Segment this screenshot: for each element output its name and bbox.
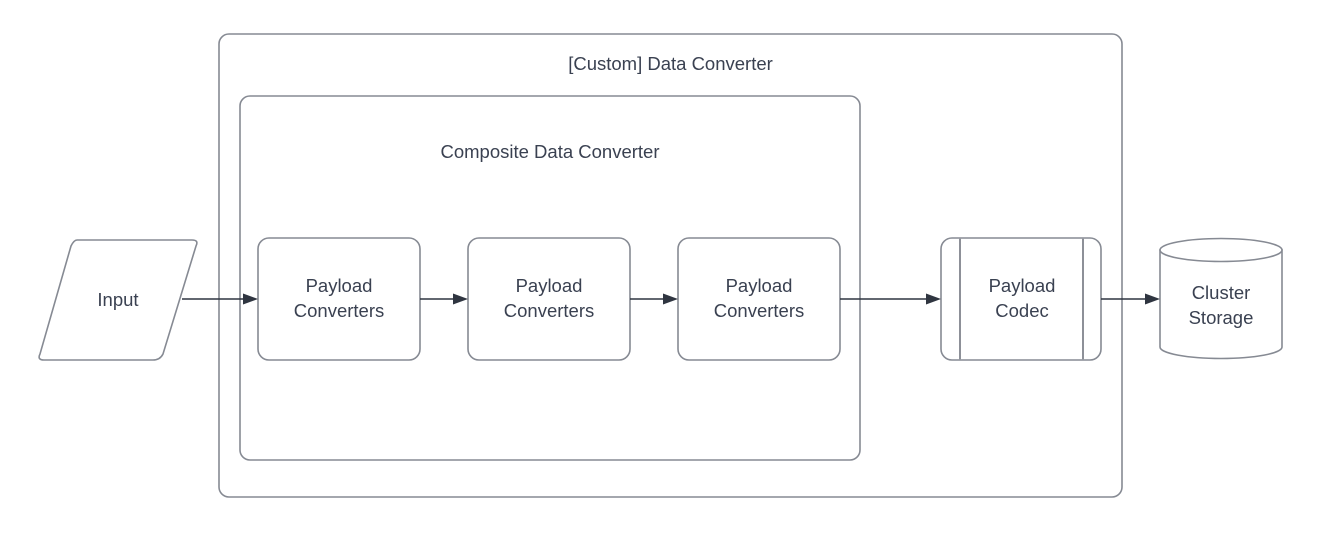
edge-pc3-to-codec-arrowhead — [926, 293, 941, 305]
node-payload-converters-2-label: Payload Converters — [503, 275, 595, 321]
group-composite-data-converter-title: Composite Data Converter — [440, 141, 660, 162]
node-input-label: Input — [97, 289, 139, 310]
node-input-shape[interactable] — [38, 239, 198, 361]
node-payload-converters-1-label: Payload Converters — [293, 275, 385, 321]
node-cluster-storage-label: Cluster Storage — [1188, 282, 1254, 328]
node-payload-converters-3-label: Payload Converters — [713, 275, 805, 321]
node-cluster-storage-body[interactable] — [1159, 249, 1283, 360]
group-custom-data-converter-box[interactable] — [218, 33, 1123, 498]
group-custom-data-converter-title: [Custom] Data Converter — [568, 53, 773, 74]
group-composite-data-converter-box[interactable] — [239, 95, 861, 461]
node-payload-codec-label: Payload Codec — [988, 275, 1056, 321]
edge-pc2-to-pc3-arrowhead — [663, 293, 678, 305]
node-cluster-storage-top — [1159, 237, 1283, 263]
edge-pc1-to-pc2-arrowhead — [453, 293, 468, 305]
edge-input-to-pc1-arrowhead — [243, 293, 258, 305]
edge-codec-to-storage-arrowhead — [1145, 293, 1160, 305]
